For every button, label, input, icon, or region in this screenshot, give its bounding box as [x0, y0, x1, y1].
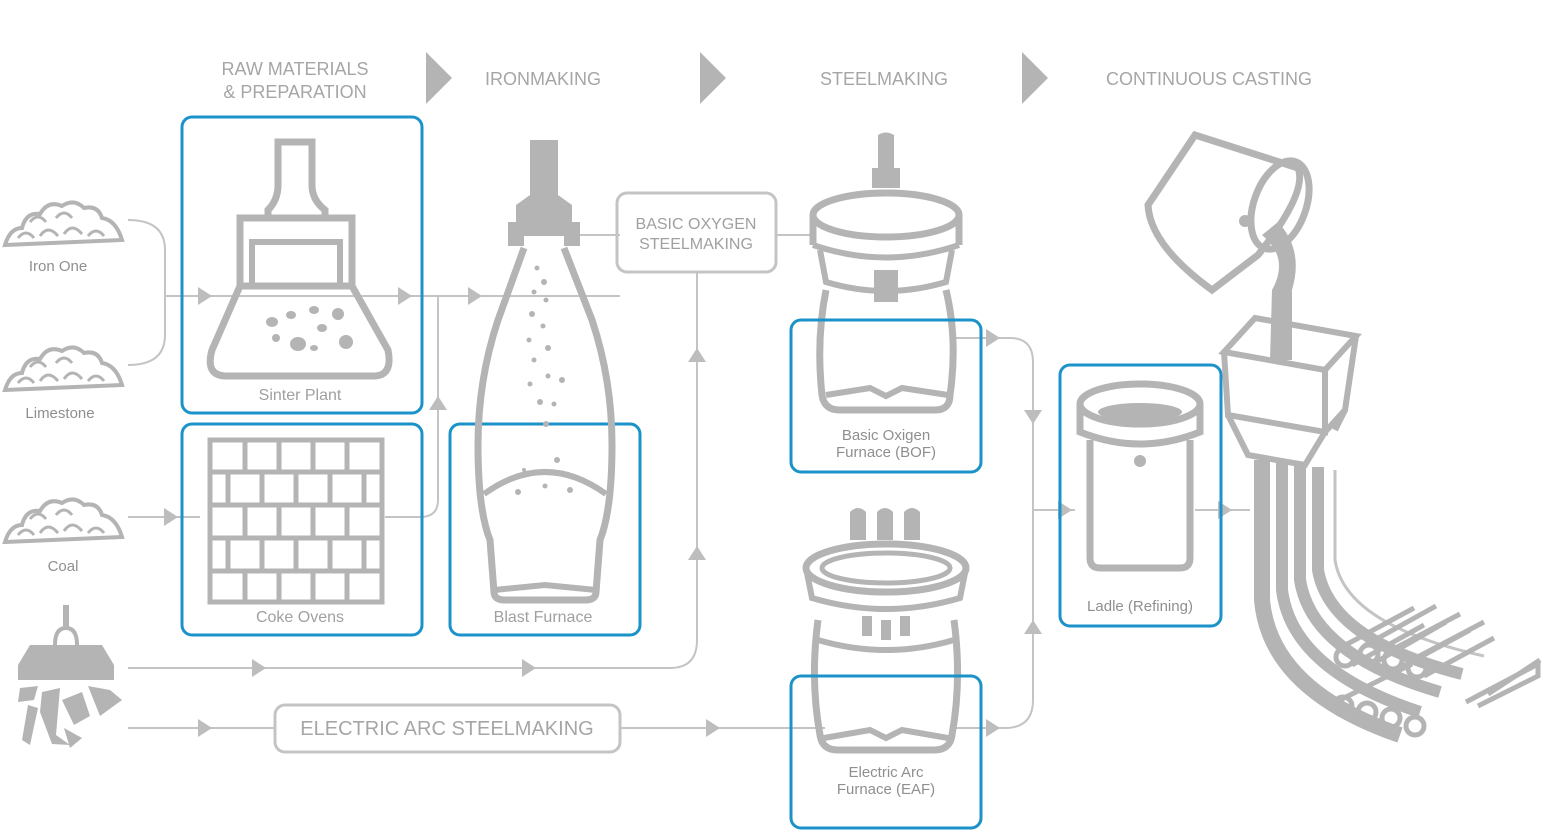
limestone-label: Limestone — [25, 405, 94, 422]
coke-ovens-label: Coke Ovens — [256, 609, 344, 626]
eaf-label-line1: Electric Arc — [848, 764, 924, 781]
stage-chevron-icon — [426, 52, 452, 104]
arrow-icon — [706, 719, 720, 737]
basic-oxygen-box — [615, 191, 778, 274]
bof-frame — [789, 318, 983, 474]
blast-furnace-unit: Blast Furnace — [448, 140, 642, 637]
arrow-icon — [164, 508, 178, 526]
sinter-plant-unit: Sinter Plant — [180, 115, 424, 415]
electric-arc-box — [273, 703, 622, 754]
ladle-frame — [1058, 363, 1223, 628]
scrap-to-bof-line — [128, 272, 698, 669]
iron-ore-label: Iron One — [29, 258, 87, 275]
arrow-icon — [522, 659, 536, 677]
eaf-label-line2: Furnace (EAF) — [837, 781, 935, 798]
stage-chevron-icon — [700, 52, 726, 104]
stage-raw-materials-line2: & PREPARATION — [223, 82, 366, 102]
arrow-icon — [986, 329, 1000, 347]
stage-continuous-casting: CONTINUOUS CASTING — [1106, 69, 1312, 89]
flow-lines — [127, 219, 1250, 729]
stage-steelmaking: STEELMAKING — [820, 69, 948, 89]
furnace-to-ladle-line — [955, 337, 1034, 729]
arrow-icon — [429, 396, 447, 410]
basic-oxygen-label-line2: STEELMAKING — [639, 236, 753, 253]
arrow-icon — [468, 287, 482, 305]
scrap-magnet-icon — [18, 605, 122, 748]
arrow-icon — [986, 719, 1000, 737]
arrow-icon — [252, 659, 266, 677]
arrow-icon — [398, 287, 412, 305]
stage-raw-materials-line1: RAW MATERIALS — [221, 59, 368, 79]
coke-ovens-unit: Coke Ovens — [180, 422, 424, 637]
bof-unit: Basic Oxigen Furnace (BOF) — [789, 132, 983, 474]
arrow-icon — [688, 348, 706, 362]
stage-ironmaking: IRONMAKING — [485, 69, 601, 89]
bof-label-line2: Furnace (BOF) — [836, 444, 936, 461]
arrow-icon — [1024, 620, 1042, 634]
electric-arc-label: ELECTRIC ARC STEELMAKING — [300, 718, 593, 740]
basic-oxygen-label-line1: BASIC OXYGEN — [636, 216, 757, 233]
arrow-icon — [198, 719, 212, 737]
sinter-plant-frame — [180, 115, 424, 415]
ladle-label: Ladle (Refining) — [1087, 598, 1193, 615]
coke-to-furnace-line — [385, 296, 439, 518]
arrow-icon — [1024, 410, 1042, 424]
stage-headers: RAW MATERIALS & PREPARATION IRONMAKING S… — [221, 52, 1312, 104]
basic-oxygen-route: BASIC OXYGEN STEELMAKING — [615, 191, 778, 274]
coal-label: Coal — [48, 558, 79, 575]
limestone-pile-icon — [2, 345, 125, 393]
stage-chevron-icon — [1022, 52, 1048, 104]
eaf-unit: Electric Arc Furnace (EAF) — [789, 508, 983, 830]
ladle-unit: Ladle (Refining) — [1058, 363, 1223, 628]
electric-arc-route: ELECTRIC ARC STEELMAKING — [273, 703, 622, 754]
iron-ore-pile-icon — [2, 200, 125, 248]
arrow-icon — [688, 546, 706, 560]
arrow-icon — [198, 287, 212, 305]
sinter-plant-label: Sinter Plant — [259, 387, 342, 404]
continuous-caster-icon — [1144, 130, 1542, 743]
coke-ovens-frame — [180, 422, 424, 637]
eaf-frame — [789, 674, 983, 830]
ore-limestone-merge-line — [127, 219, 166, 366]
bof-label-line1: Basic Oxigen — [842, 427, 930, 444]
blast-furnace-label: Blast Furnace — [494, 609, 593, 626]
coal-pile-icon — [2, 497, 125, 545]
